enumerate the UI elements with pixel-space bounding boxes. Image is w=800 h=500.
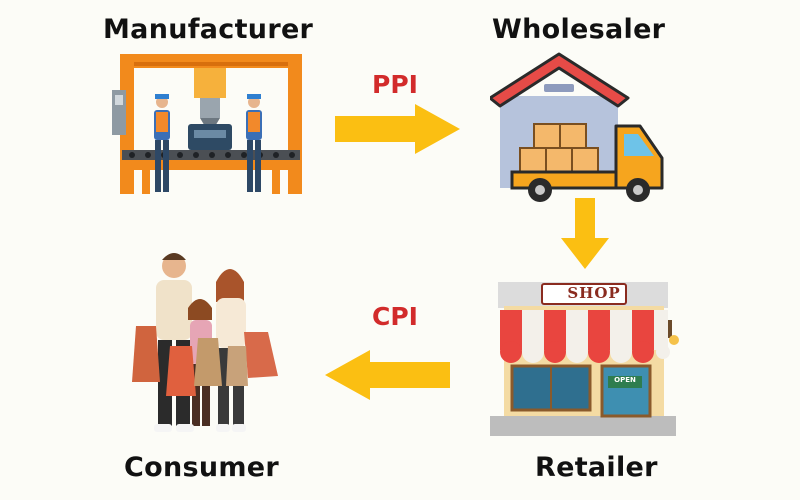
shop-illustration	[490, 282, 679, 436]
ppi-label: PPI	[372, 70, 418, 99]
consumer-title: Consumer	[124, 452, 280, 483]
shop-sign-text: SHOP	[567, 284, 621, 302]
shop-door-sign-text: OPEN	[614, 376, 636, 384]
factory-illustration	[112, 54, 302, 194]
retailer-title: Retailer	[535, 452, 658, 483]
cpi-label: CPI	[372, 302, 418, 331]
arrow-retailer-to-consumer	[325, 350, 450, 400]
manufacturer-title: Manufacturer	[103, 14, 314, 45]
wholesaler-title: Wholesaler	[492, 14, 666, 45]
arrow-manufacturer-to-wholesaler	[335, 104, 460, 154]
warehouse-truck-illustration	[490, 52, 664, 202]
consumer-family-illustration	[132, 253, 278, 432]
arrow-wholesaler-to-retailer	[561, 198, 609, 269]
